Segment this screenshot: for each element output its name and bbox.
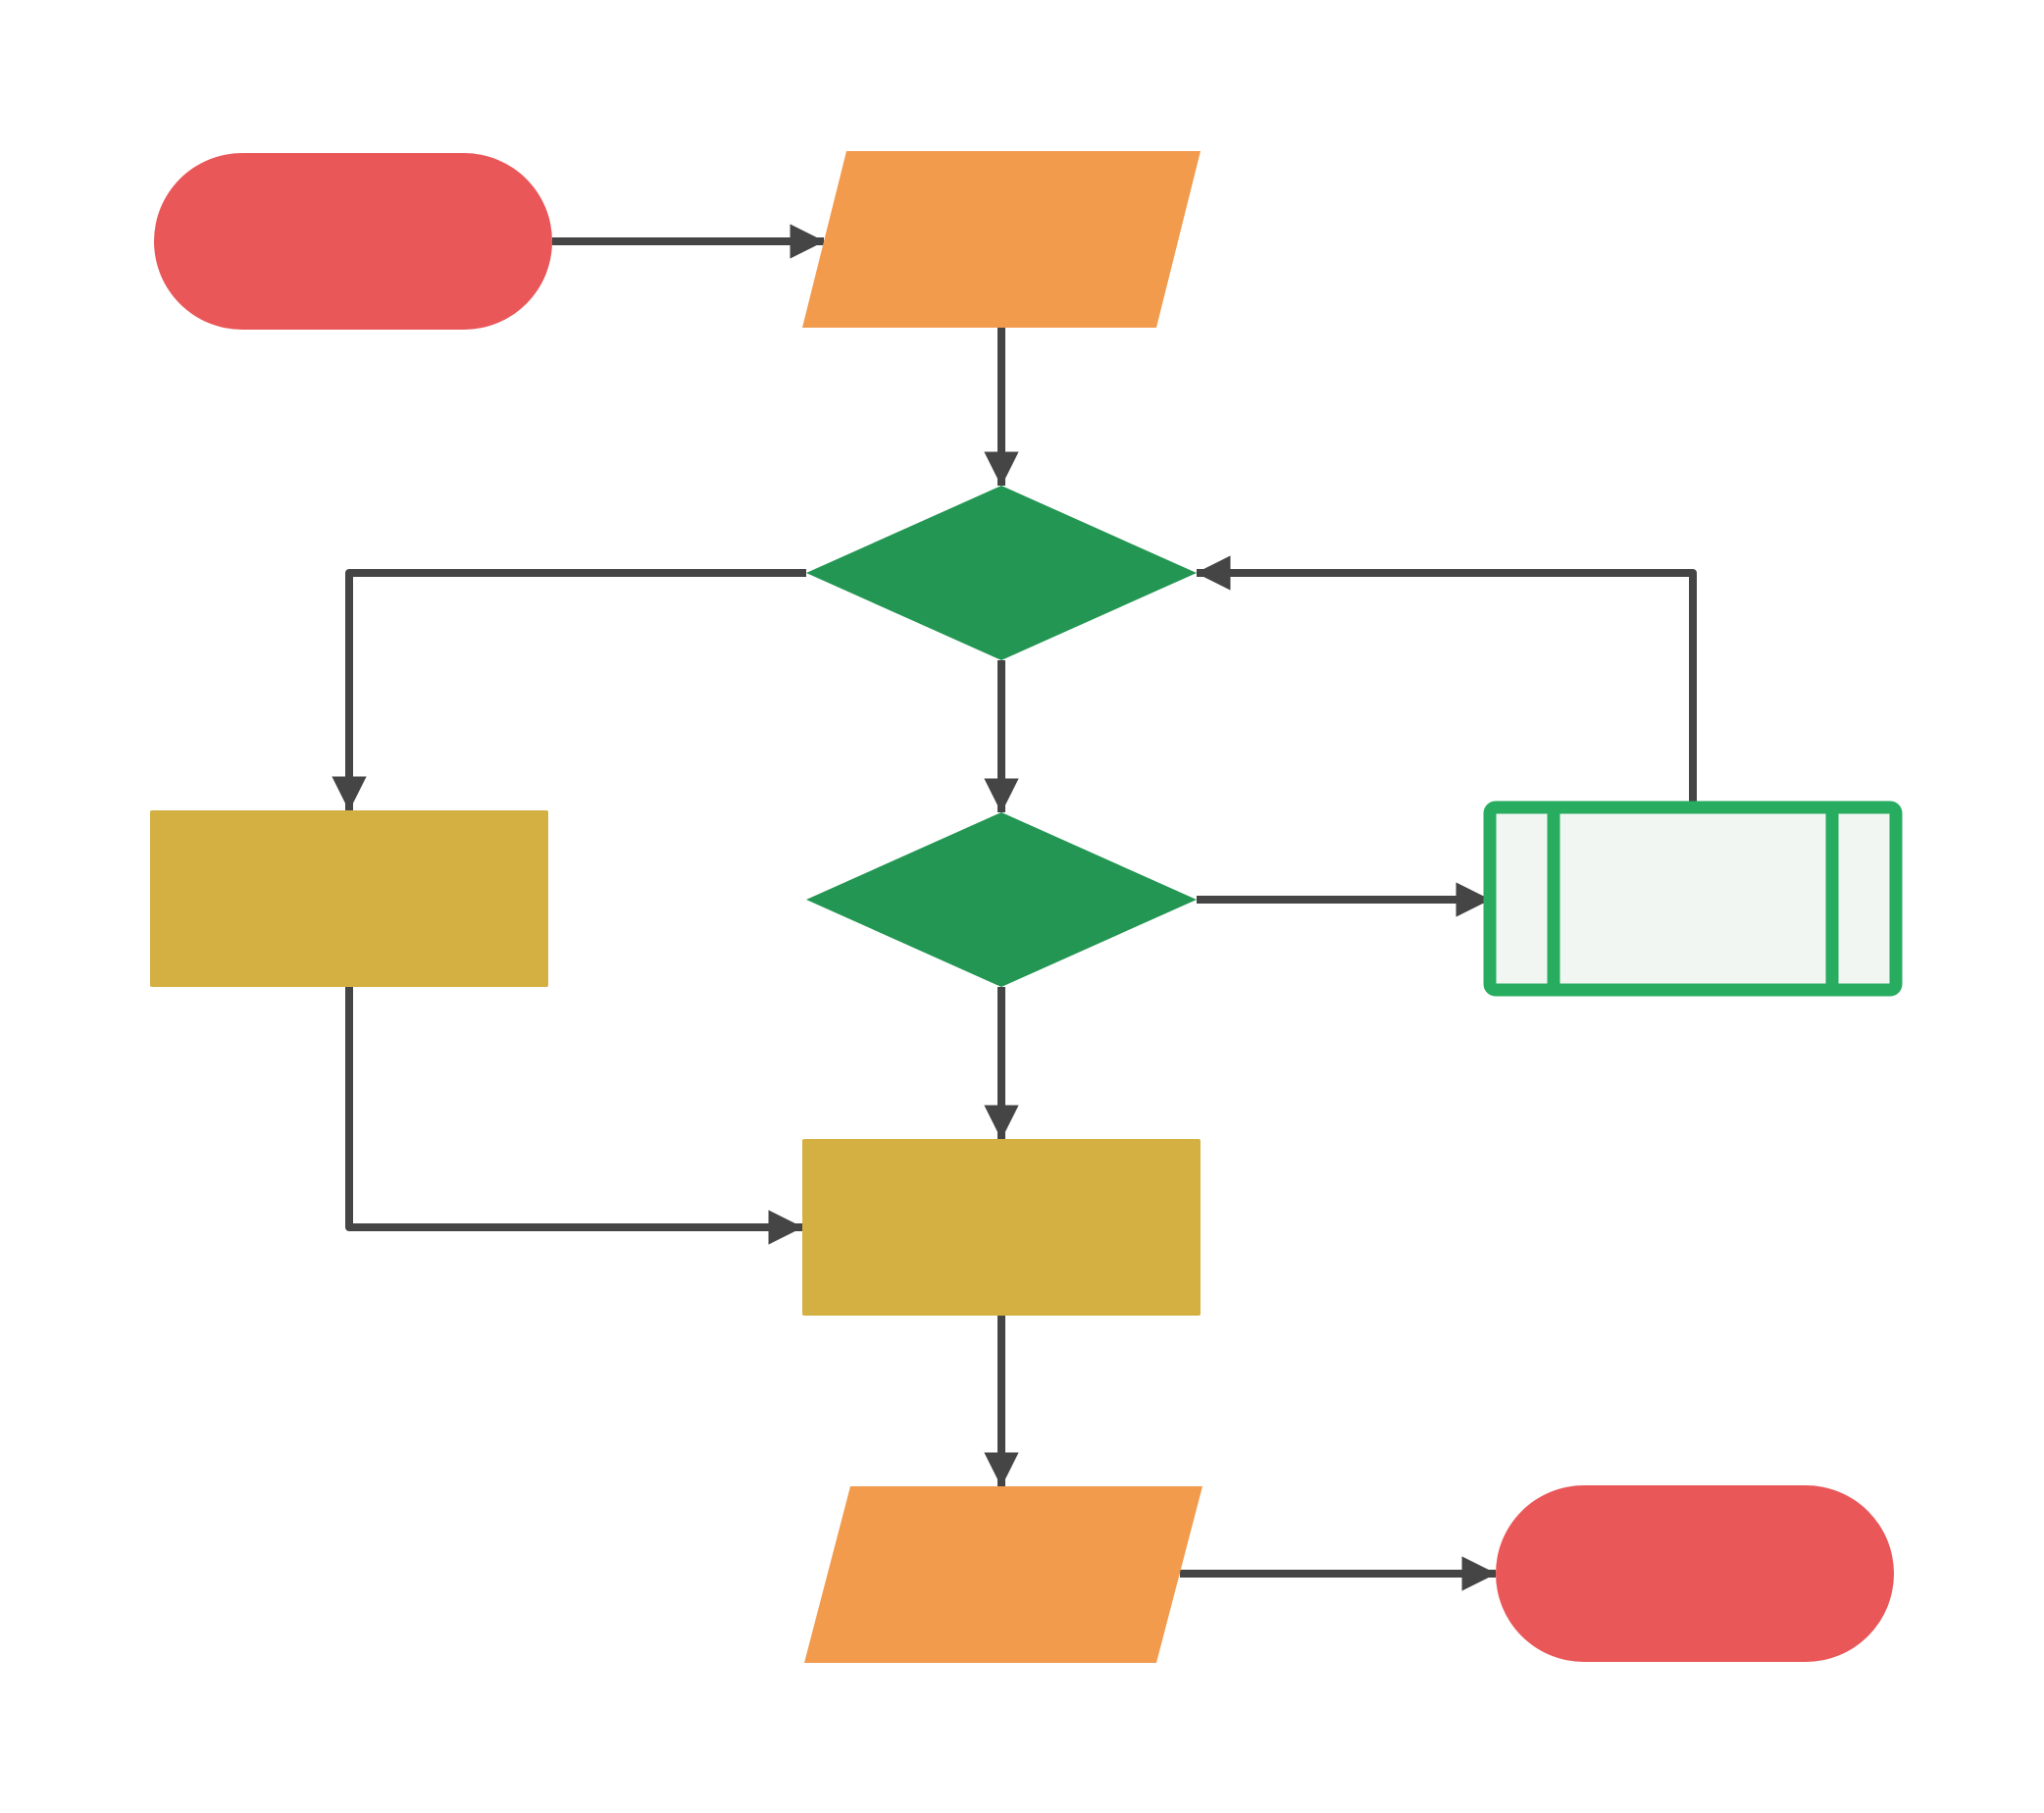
node-subroutine-body xyxy=(1483,801,1903,997)
nodes-layer xyxy=(150,151,1903,1663)
node-input-top xyxy=(802,151,1201,328)
edge-decision-1-to-process-left xyxy=(332,569,806,811)
node-input-bottom xyxy=(804,1486,1202,1663)
edge-process-left-to-process-center xyxy=(345,987,803,1245)
edges-layer xyxy=(332,224,1697,1591)
node-subroutine xyxy=(1483,801,1903,997)
node-decision-2 xyxy=(806,812,1197,987)
node-start-terminator xyxy=(154,153,552,330)
node-end-terminator xyxy=(1496,1485,1894,1662)
edge-subroutine-to-decision-1 xyxy=(1196,555,1697,807)
node-process-center xyxy=(802,1139,1201,1316)
node-decision-1 xyxy=(806,486,1197,660)
node-process-left xyxy=(150,810,548,987)
